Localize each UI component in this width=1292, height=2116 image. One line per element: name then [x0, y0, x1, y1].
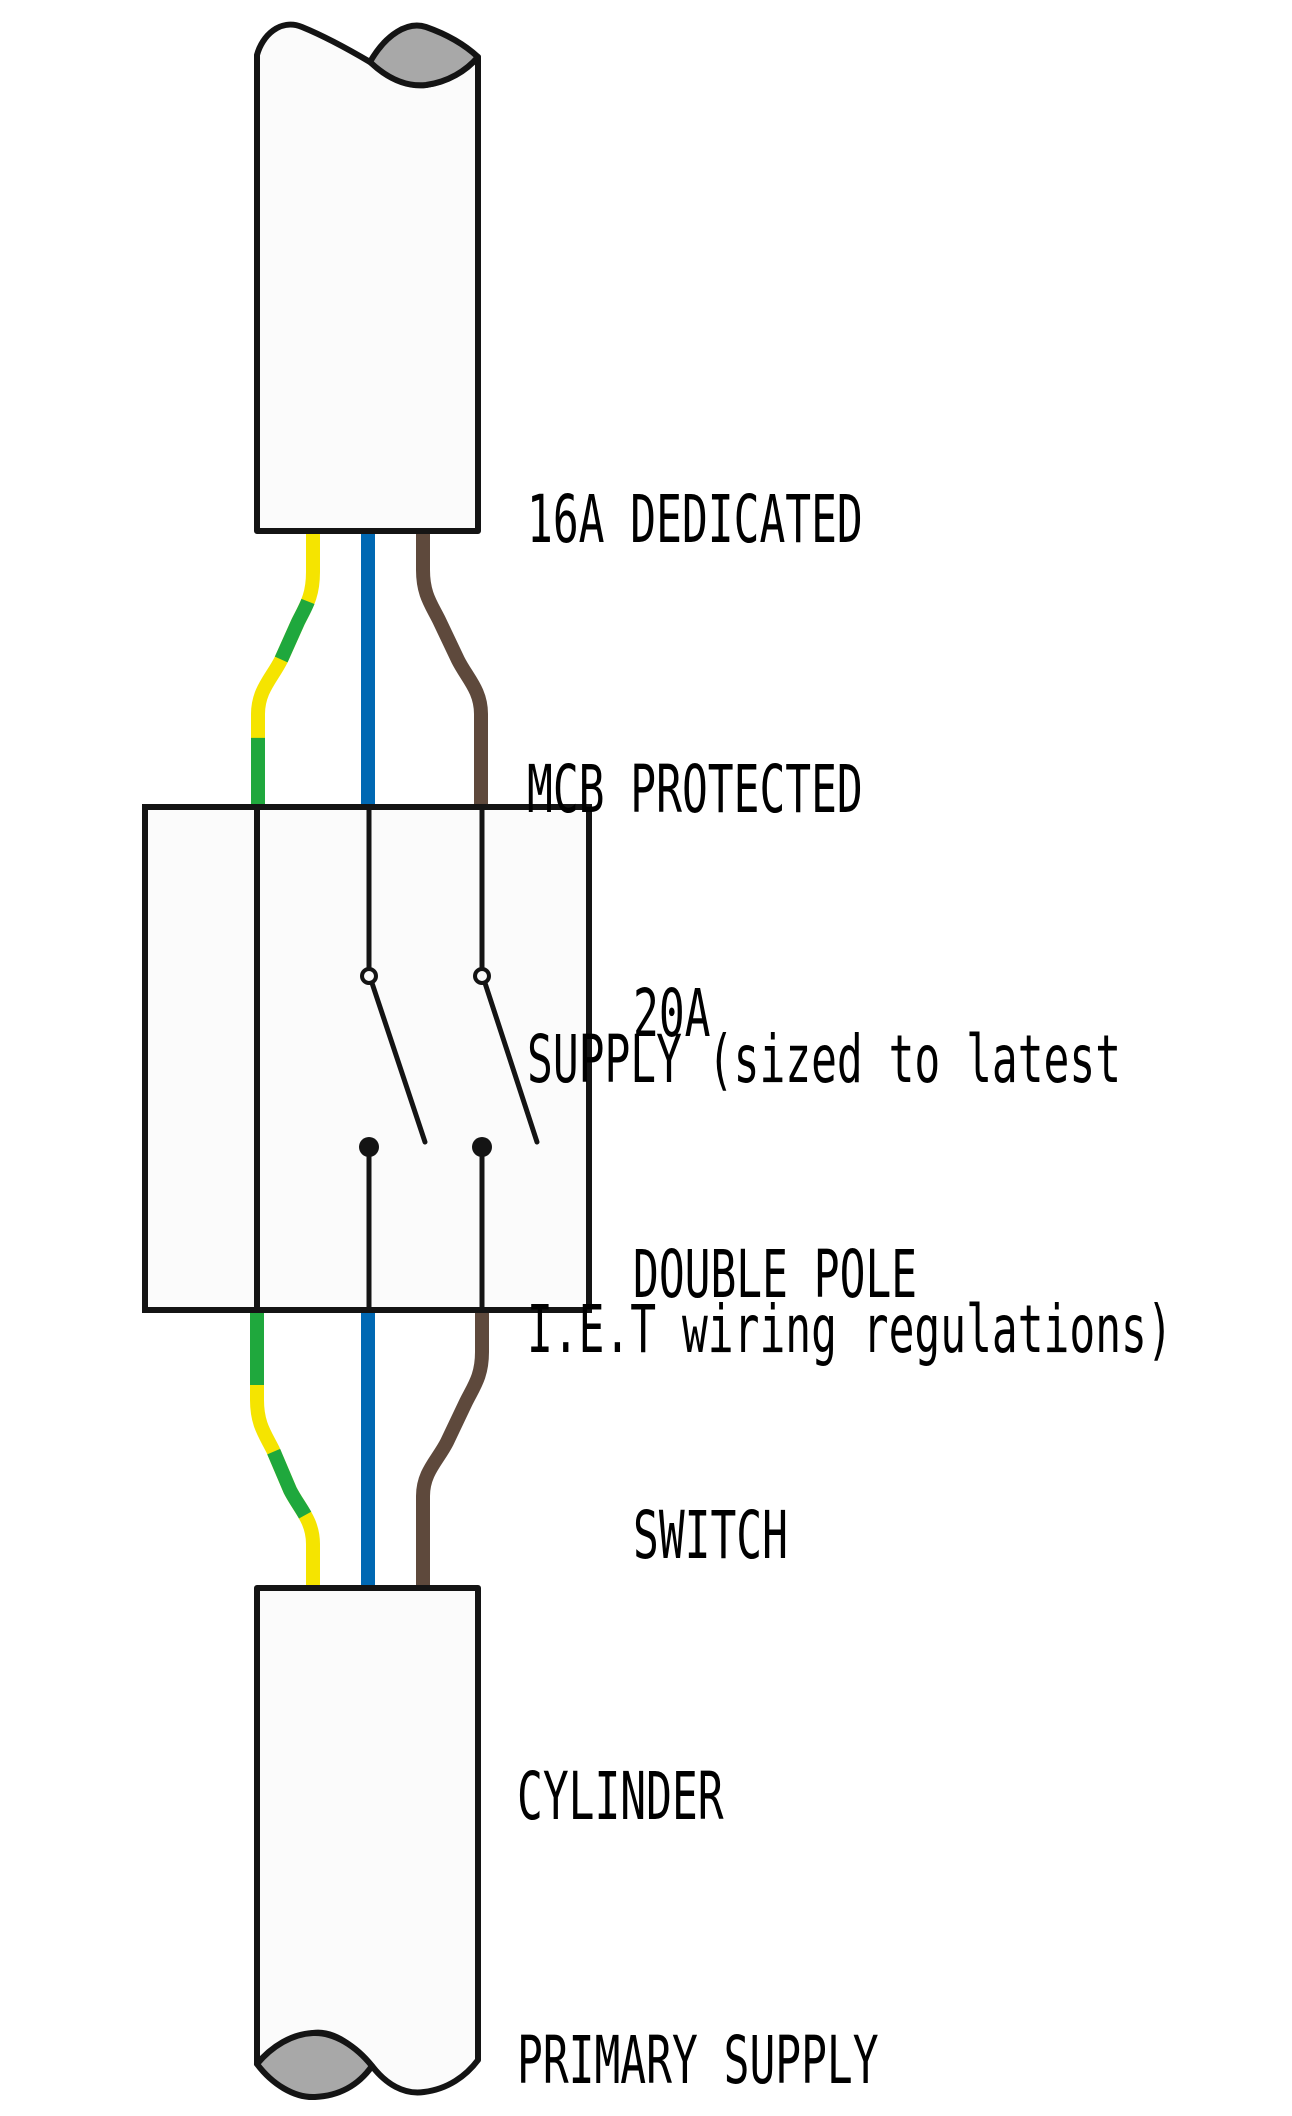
switch-label-line2: DOUBLE POLE	[633, 1236, 918, 1313]
earth-wire-upper-green-bands	[251, 531, 320, 807]
cylinder-label: CYLINDER PRIMARY SUPPLY	[517, 1577, 879, 2116]
supply-cable-body	[254, 21, 481, 534]
cable-break-lens-bottom	[254, 2029, 375, 2101]
live-wire-lower	[416, 1310, 489, 1588]
supply-label-line4: I.E.T wiring regulations)	[527, 1291, 1173, 1368]
supply-cable	[254, 21, 481, 534]
switch-label-line3: SWITCH	[633, 1497, 788, 1574]
cylinder-label-line2: PRIMARY SUPPLY	[517, 2022, 879, 2099]
pole1-terminal	[360, 967, 378, 985]
live-wire-upper	[416, 531, 488, 807]
lower-wires	[250, 1310, 489, 1588]
supply-label-line1: 16A DEDICATED	[527, 481, 863, 558]
pole1-switch-blade	[369, 980, 428, 1145]
cylinder-cable	[254, 1585, 481, 2101]
cylinder-cable-body	[254, 1585, 481, 2096]
supply-label-line3: SUPPLY (sized to latest	[527, 1021, 1122, 1098]
upper-wires	[251, 531, 488, 807]
switch-label: 20A DOUBLE POLE SWITCH	[633, 796, 917, 1753]
switch-label-line1: 20A	[633, 975, 711, 1052]
pole2-switch-blade	[482, 980, 540, 1145]
earth-wire-upper-yellow	[251, 531, 320, 807]
earth-wire-lower-yellow	[250, 1310, 320, 1588]
supply-label-line2: MCB PROTECTED	[527, 751, 863, 828]
pole2-terminal	[473, 967, 491, 985]
cylinder-label-line1: CYLINDER	[517, 1758, 724, 1835]
cable-break-lens-top	[367, 22, 481, 89]
double-pole-switch	[142, 804, 592, 1313]
earth-wire-lower-green-bands	[250, 1310, 320, 1588]
supply-label: 16A DEDICATED MCB PROTECTED SUPPLY (size…	[527, 295, 1173, 1555]
